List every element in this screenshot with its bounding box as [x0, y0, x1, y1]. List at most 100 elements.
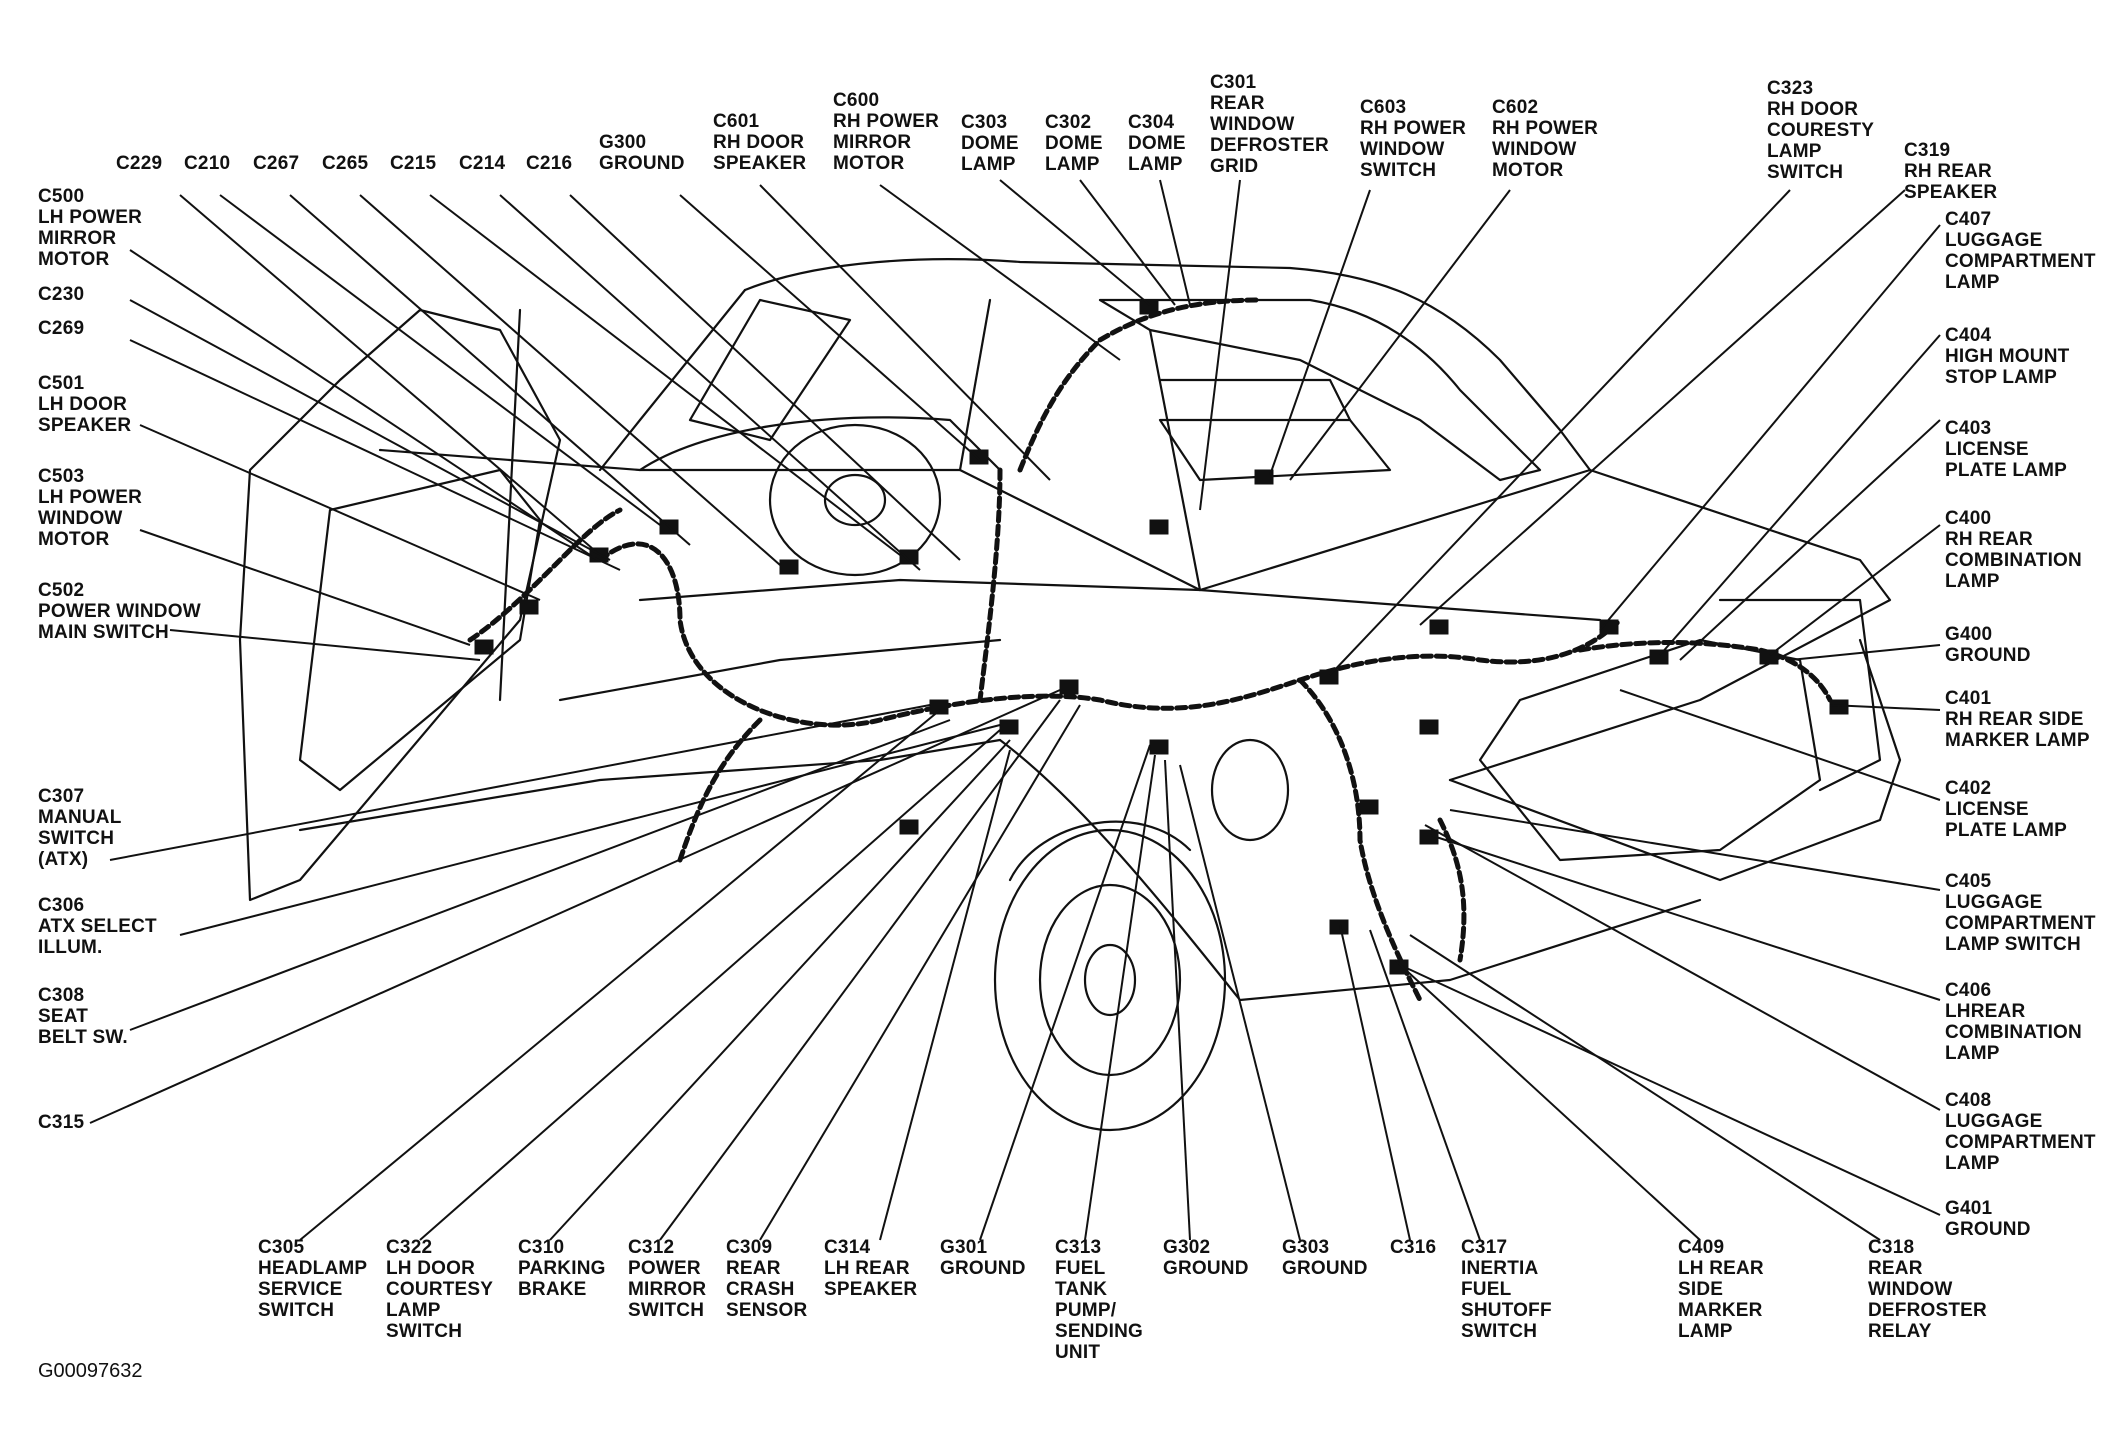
label-line: SWITCH — [38, 828, 115, 849]
label-c215: C215 — [390, 153, 436, 174]
leader-c313 — [1084, 754, 1156, 1241]
label-line: CRASH — [726, 1279, 795, 1300]
lh-door — [238, 308, 562, 902]
label-c269: C269 — [38, 318, 84, 339]
fuel-door — [1210, 738, 1290, 842]
leader-c230 — [129, 299, 611, 561]
leader-c318 — [1409, 934, 1881, 1241]
label-line: C316 — [1390, 1237, 1437, 1258]
label-line: C305 — [258, 1237, 305, 1258]
leader-c265 — [359, 194, 781, 566]
label-line: SPEAKER — [824, 1279, 918, 1300]
label-line: SERVICE — [258, 1279, 343, 1300]
leader-c307 — [109, 704, 931, 861]
label-line: LUGGAGE — [1945, 230, 2043, 251]
label-line: G401 — [1945, 1198, 1993, 1219]
rear-seat — [1158, 418, 1392, 482]
leader-c405 — [1449, 809, 1941, 891]
label-line: GROUND — [1945, 1219, 2031, 1240]
label-c229: C229 — [116, 153, 162, 174]
label-line: MANUAL — [38, 807, 122, 828]
label-line: LH POWER — [38, 487, 142, 508]
label-line: SWITCH — [1767, 162, 1844, 183]
leader-c214 — [499, 194, 921, 571]
leader-c503 — [139, 529, 471, 646]
label-line: C502 — [38, 580, 85, 601]
label-line: MOTOR — [1492, 160, 1564, 181]
label-line: POWER — [628, 1258, 701, 1279]
label-line: PLATE LAMP — [1945, 820, 2067, 841]
label-line: RH DOOR — [713, 132, 805, 153]
label-line: INERTIA — [1461, 1258, 1539, 1279]
label-line: FUEL — [1461, 1279, 1512, 1300]
label-line: C301 — [1210, 72, 1257, 93]
beltline — [378, 448, 1602, 622]
label-line: C400 — [1945, 508, 1992, 529]
label-line: PLATE LAMP — [1945, 460, 2067, 481]
label-line: COMBINATION — [1945, 1022, 2082, 1043]
leader-c315 — [89, 689, 1061, 1124]
rear-bumper — [1448, 638, 1902, 882]
label-line: WINDOW — [1868, 1279, 1953, 1300]
leader-c403 — [1679, 419, 1941, 661]
label-line: SWITCH — [386, 1321, 463, 1342]
label-c315: C315 — [38, 1112, 84, 1133]
leader-c400 — [1769, 524, 1941, 656]
label-line: LAMP — [1945, 571, 2000, 592]
label-line: HEADLAMP — [258, 1258, 368, 1279]
label-line: SEAT — [38, 1006, 89, 1027]
leader-c319 — [1419, 189, 1906, 626]
label-line: LAMP — [1678, 1321, 1733, 1342]
leader-c314 — [879, 749, 1011, 1241]
label-line: LAMP — [1767, 141, 1822, 162]
harness-main — [597, 541, 1623, 728]
label-line: DEFROSTER — [1210, 135, 1329, 156]
label-line: COMPARTMENT — [1945, 251, 2096, 272]
label-line: REAR — [1210, 93, 1265, 114]
label-line: DOME — [1128, 133, 1186, 154]
label-line: SPEAKER — [713, 153, 807, 174]
label-line: C403 — [1945, 418, 1992, 439]
label-line: LAMP — [1945, 1043, 2000, 1064]
leader-c310 — [549, 739, 1011, 1241]
label-line: C401 — [1945, 688, 1992, 709]
label-line: COURTESY — [386, 1279, 494, 1300]
label-line: C303 — [961, 112, 1008, 133]
leader-c304 — [1159, 179, 1191, 306]
leader-c301 — [1199, 179, 1241, 511]
label-line: LAMP — [1045, 154, 1100, 175]
label-c230: C230 — [38, 284, 84, 305]
label-line: GROUND — [1945, 645, 2031, 666]
harness-trunk — [1577, 640, 1833, 703]
leader-c305 — [299, 709, 941, 1241]
leader-c269 — [129, 339, 621, 571]
label-line: MOTOR — [38, 529, 110, 550]
label-line: RH DOOR — [1767, 99, 1859, 120]
label-line: LAMP — [1945, 1153, 2000, 1174]
leader-c215 — [429, 194, 901, 556]
leader-c500 — [129, 249, 591, 556]
label-line: G303 — [1282, 1237, 1330, 1258]
label-line: SWITCH — [628, 1300, 705, 1321]
label-line: C322 — [386, 1237, 433, 1258]
label-line: DEFROSTER — [1868, 1300, 1987, 1321]
label-line: BRAKE — [518, 1279, 587, 1300]
